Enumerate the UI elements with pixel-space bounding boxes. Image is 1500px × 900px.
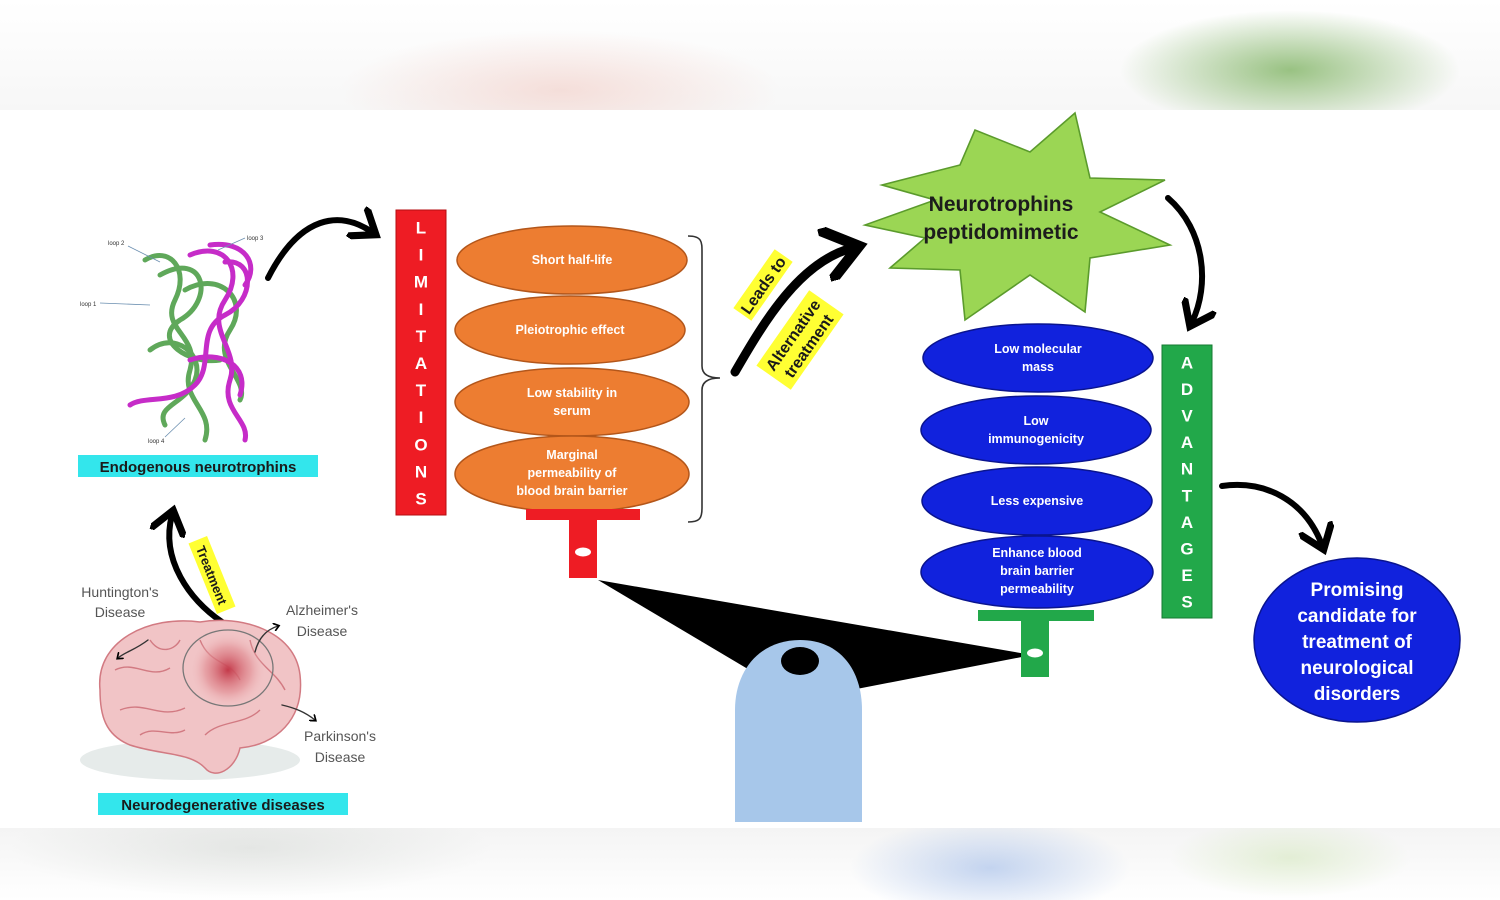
loop-label-1: loop 1 — [80, 302, 97, 308]
limitations-title-letter: M — [414, 273, 428, 292]
limitation-short-half-life — [456, 225, 688, 295]
limitations-title-letter: A — [415, 354, 427, 373]
loop-label-3: loop 3 — [247, 236, 264, 242]
advantage-less-expensive — [921, 466, 1153, 536]
promising-text-line: candidate for — [1297, 606, 1417, 627]
neurotrophin-protein-image: loop 2 loop 3 loop 1 loop 4 — [80, 236, 264, 445]
advantage-label: immunogenicity — [988, 432, 1084, 446]
limitations-title-letter: S — [415, 489, 426, 508]
leads-to-label: Leads to — [738, 254, 790, 318]
arrow-to-advantages — [1165, 195, 1202, 322]
limitations-title-letter: N — [415, 462, 427, 481]
limitation-label: Marginal — [546, 448, 597, 462]
advantages-title-letter: E — [1181, 566, 1192, 585]
leads-to-label-bg — [733, 249, 793, 321]
advantage-label: Enhance blood — [992, 546, 1082, 560]
advantages-title-letter: A — [1181, 353, 1193, 372]
limitations-title-letter: I — [419, 246, 424, 265]
neurodegenerative-label-bg — [98, 793, 348, 815]
alternative-treatment-label-bg — [756, 290, 844, 390]
advantage-label: mass — [1022, 360, 1054, 374]
alzheimer-label-line2: Disease — [297, 623, 348, 639]
advantages-title-letter: G — [1180, 540, 1193, 559]
promising-text-line: treatment of — [1302, 632, 1412, 653]
limitation-label: blood brain barrier — [516, 484, 627, 498]
advantages-title-letter: V — [1181, 407, 1193, 426]
fulcrum-pivot — [781, 647, 819, 675]
treatment-arrow — [169, 515, 225, 625]
limitations-bar — [395, 209, 447, 516]
peptidomimetic-title-line2: peptidomimetic — [923, 221, 1079, 244]
advantages-scale-pan — [978, 610, 1094, 677]
huntington-label-line1: Huntington's — [81, 584, 158, 600]
limitation-low-stability — [454, 367, 690, 437]
advantage-label: permeability — [1000, 582, 1074, 596]
balance-beam — [598, 580, 1032, 700]
advantages-title-letter: A — [1181, 433, 1193, 452]
advantages-ellipses — [920, 323, 1154, 609]
limitations-scale-pan — [526, 509, 640, 578]
loop-label-4: loop 4 — [148, 439, 165, 445]
balance-fulcrum — [735, 640, 862, 822]
arrow-to-peptidomimetic — [730, 248, 852, 377]
advantages-bar — [1161, 344, 1213, 619]
advantage-label: Low — [1024, 414, 1049, 428]
limitations-title-letter: I — [419, 300, 424, 319]
limitation-pleiotrophic — [454, 295, 686, 365]
limitation-label: Low stability in — [527, 386, 617, 400]
treatment-label-bg — [188, 536, 236, 614]
promising-text-line: neurological — [1301, 658, 1414, 679]
limitations-title-letter: I — [419, 408, 424, 427]
advantages-title-letter: A — [1181, 513, 1193, 532]
bottom-blur-band — [0, 828, 1500, 900]
arrow-to-limitations — [265, 220, 372, 281]
promising-text-line: disorders — [1314, 684, 1401, 705]
endogenous-label: Endogenous neurotrophins — [100, 459, 297, 476]
brain-image — [80, 619, 315, 780]
loop-label-2: loop 2 — [108, 241, 125, 247]
promising-candidate-circle — [1253, 557, 1461, 723]
advantage-label: brain barrier — [1000, 564, 1074, 578]
limitations-title-letter: O — [414, 435, 427, 454]
endogenous-label-bg — [78, 455, 318, 477]
peptidomimetic-starburst — [862, 111, 1173, 322]
parkinson-label-line2: Disease — [315, 749, 366, 765]
limitations-title-letter: T — [416, 327, 427, 346]
advantage-enhance-bbb — [920, 535, 1154, 609]
limitations-bracket — [687, 235, 721, 523]
limitation-label: permeability of — [528, 466, 618, 480]
parkinson-label-line1: Parkinson's — [304, 728, 376, 744]
limitations-title-letter: T — [416, 381, 427, 400]
advantages-title-letter: N — [1181, 460, 1193, 479]
top-blur-band — [0, 0, 1500, 110]
limitations-ellipses — [454, 225, 690, 513]
peptidomimetic-title-line1: Neurotrophins — [929, 193, 1074, 216]
advantage-label: Low molecular — [994, 342, 1082, 356]
limitation-label: serum — [553, 404, 591, 418]
advantages-title-letter: S — [1181, 593, 1192, 612]
huntington-label-line2: Disease — [95, 604, 146, 620]
limitation-label: Short half-life — [532, 253, 613, 267]
limitations-title-letter: L — [416, 219, 426, 238]
limitation-label: Pleiotrophic effect — [515, 323, 625, 337]
advantages-title-letter: D — [1181, 380, 1193, 399]
advantage-label: Less expensive — [991, 494, 1083, 508]
neurodegenerative-label: Neurodegenerative diseases — [121, 797, 324, 814]
promising-text-line: Promising — [1311, 580, 1404, 601]
advantage-low-immunogenicity — [920, 395, 1152, 465]
alzheimer-label-line1: Alzheimer's — [286, 602, 358, 618]
advantages-title-letter: T — [1182, 486, 1193, 505]
advantage-low-molecular-mass — [922, 323, 1154, 393]
arrow-to-promising — [1219, 482, 1322, 545]
